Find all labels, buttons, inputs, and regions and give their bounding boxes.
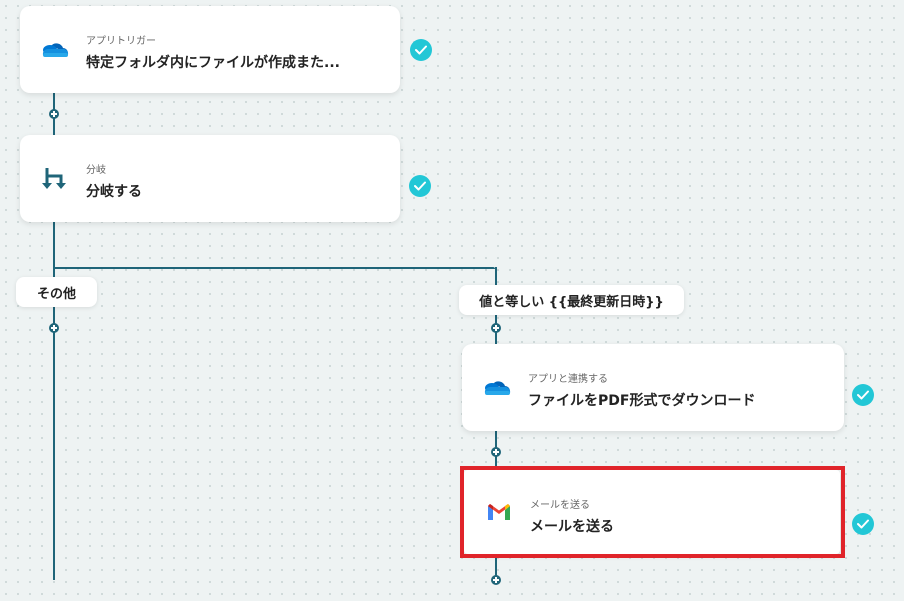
onedrive-icon [482, 376, 512, 400]
branch-icon [40, 167, 70, 191]
step-category: アプリトリガー [86, 36, 156, 47]
onedrive-icon [40, 38, 70, 62]
check-icon [409, 175, 431, 197]
check-icon [852, 513, 874, 535]
branch-label-other[interactable]: その他 [16, 277, 97, 307]
step-category: メールを送る [530, 500, 590, 511]
selection-highlight [460, 466, 845, 558]
step-category: アプリと連携する [528, 374, 608, 385]
check-icon [852, 384, 874, 406]
step-category: 分岐 [86, 165, 106, 176]
flow-step-send-mail[interactable]: メールを送る メールを送る [464, 470, 840, 554]
flow-step-branch[interactable]: 分岐 分岐する [20, 135, 400, 222]
check-icon [410, 39, 432, 61]
add-step-button[interactable] [491, 447, 501, 457]
step-title: メールを送る [530, 519, 614, 535]
step-title: ファイルをPDF形式でダウンロード [528, 393, 756, 409]
step-title: 分岐する [86, 184, 142, 200]
flow-step-trigger[interactable]: アプリトリガー 特定フォルダ内にファイルが作成また... [20, 6, 400, 93]
add-step-button[interactable] [49, 109, 59, 119]
gmail-icon [484, 500, 514, 524]
step-title: 特定フォルダ内にファイルが作成また... [86, 55, 340, 71]
add-step-button[interactable] [491, 575, 501, 585]
flow-step-download-pdf[interactable]: アプリと連携する ファイルをPDF形式でダウンロード [462, 344, 844, 431]
connector-branch-horizontal [53, 267, 495, 269]
add-step-button[interactable] [491, 323, 501, 333]
connector-main [53, 92, 55, 580]
branch-label-condition[interactable]: 値と等しい {{最終更新日時}} [459, 285, 684, 315]
add-step-button[interactable] [49, 323, 59, 333]
